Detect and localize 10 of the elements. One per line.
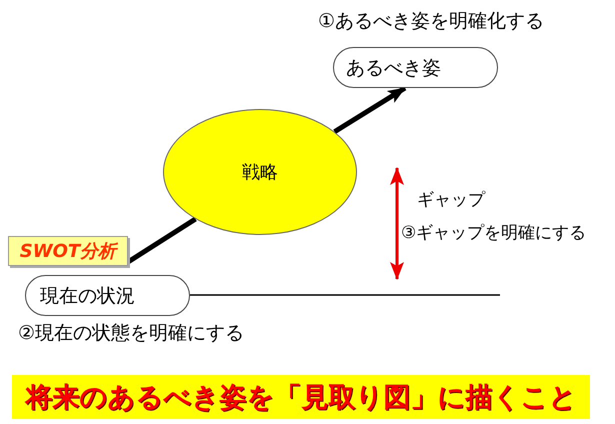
step-caption: ①あるべき姿を明確化する <box>318 10 544 33</box>
state-box: あるべき姿 <box>333 47 498 88</box>
step-caption: ③ギャップを明確にする <box>401 223 586 244</box>
gap-label: ギャップ <box>417 190 485 210</box>
state-box: 現在の状況 <box>25 275 190 316</box>
analysis-box: SWOT分析 <box>8 236 128 266</box>
arrow <box>333 86 406 134</box>
strategy-ellipse: 戦略 <box>163 109 357 235</box>
step-caption: ②現在の状態を明確にする <box>18 322 244 345</box>
caption-banner: 将来のあるべき姿を「見取り図」に描くこと <box>12 375 590 419</box>
